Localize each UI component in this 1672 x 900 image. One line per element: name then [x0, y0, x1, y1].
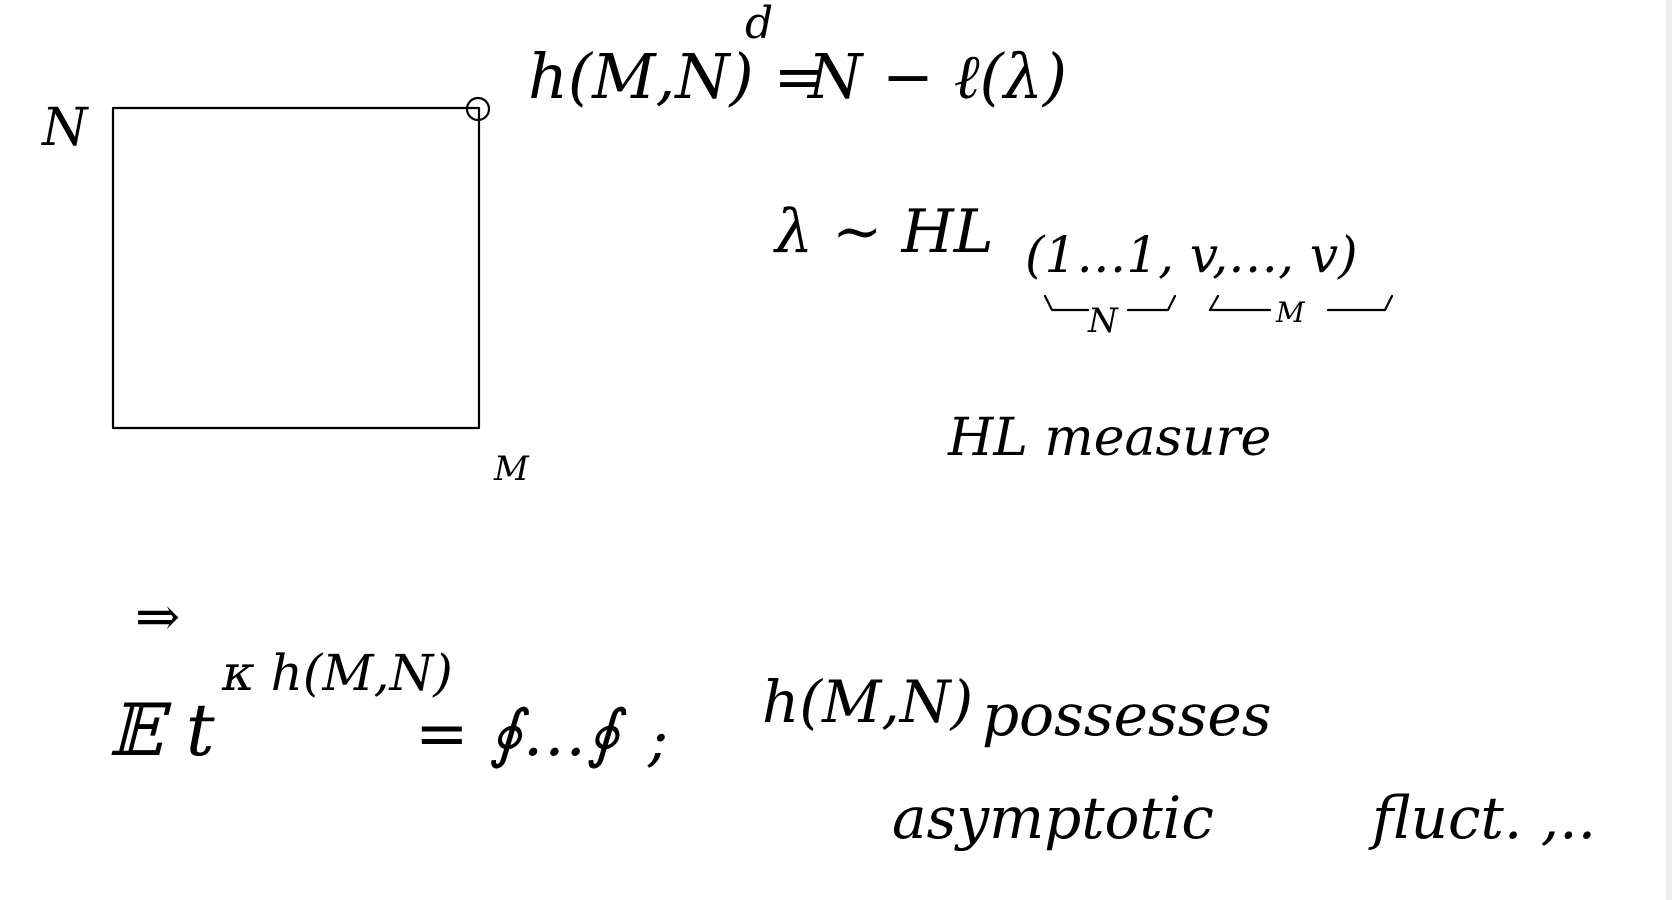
label-m: M	[493, 449, 530, 489]
asymptotic: asymptotic	[892, 784, 1214, 852]
expectation: 𝔼 t	[108, 688, 216, 772]
h-again: h(M,N)	[762, 668, 973, 736]
separator: ;	[647, 705, 668, 775]
formula-h-lhs: h(M,N) =	[528, 40, 825, 113]
fluct: fluct. ,..	[1368, 784, 1596, 852]
hl-parameters: (1…1, v,…, v)	[1025, 226, 1358, 284]
brace-m-stroke	[1208, 294, 1394, 312]
brace-n-stroke	[1043, 294, 1177, 312]
corner-circle	[465, 96, 491, 122]
integral-rhs: = ∮…∮	[415, 697, 627, 771]
brace-n-label: N	[1087, 301, 1119, 341]
implies-arrow: ⇒	[135, 585, 180, 648]
exponent: κ h(M,N)	[221, 644, 453, 702]
brace-m-label: M	[1275, 296, 1306, 329]
lambda-distribution: λ ~ HL	[773, 197, 994, 267]
hl-measure: HL measure	[947, 408, 1271, 468]
box-rectangle	[111, 106, 481, 430]
possesses: possesses	[982, 681, 1272, 749]
scrollbar-edge[interactable]	[1666, 0, 1672, 900]
label-n: N	[40, 98, 89, 158]
formula-h-marker: d	[745, 0, 773, 49]
formula-h-rhs: N − ℓ(λ)	[806, 40, 1067, 113]
